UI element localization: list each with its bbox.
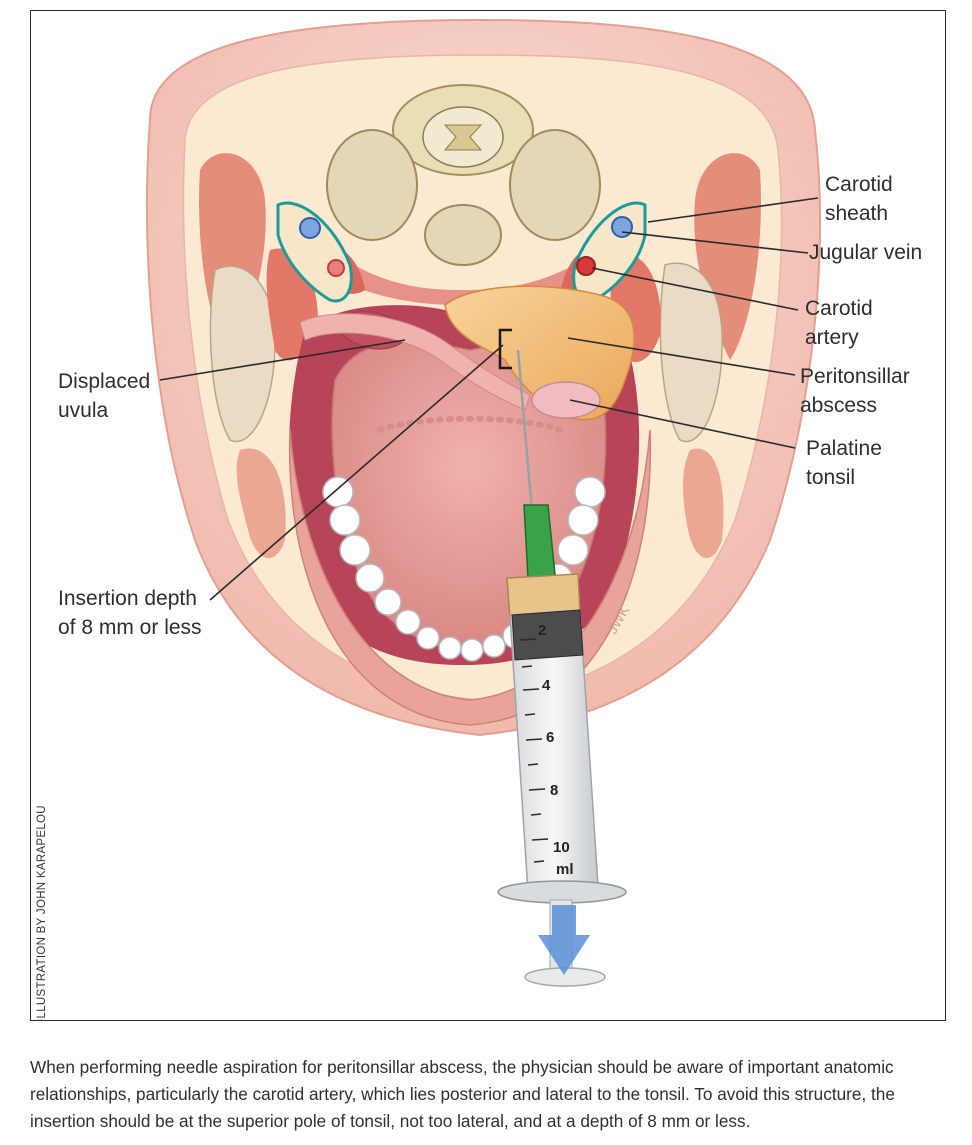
- grey-matter: [443, 124, 483, 151]
- left-jugular-vein: [299, 217, 321, 239]
- vertebral-body: [424, 204, 502, 266]
- syringe-scale-10: 10: [553, 839, 570, 856]
- label-insertion-depth: Insertion depth of 8 mm or less: [58, 587, 202, 639]
- label-displaced-uvula: Displaced uvula: [58, 370, 151, 422]
- label-carotid-sheath: Carotid sheath: [825, 173, 893, 225]
- label-palatine-tonsil: Palatine tonsil: [806, 437, 882, 489]
- syringe-scale-4: 4: [542, 677, 551, 694]
- left-carotid-sheath: [276, 201, 353, 303]
- palatine-tonsil-shape: [531, 381, 601, 419]
- right-jugular-vein: [611, 216, 633, 238]
- lower-lip: [288, 429, 652, 726]
- label-peritonsillar-abscess: Peritonsillar abscess: [800, 365, 910, 417]
- left-muscle-lower: [236, 448, 286, 559]
- syringe-graduations: [519, 638, 549, 863]
- label-carotid-artery: Carotid artery: [805, 297, 873, 349]
- syringe-scale-6: 6: [546, 729, 555, 746]
- label-jugular-vein: Jugular vein: [809, 241, 923, 264]
- left-mandible: [209, 265, 276, 443]
- right-carotid-artery: [576, 256, 596, 276]
- left-carotid-artery: [327, 259, 345, 277]
- syringe-scale-2: 2: [538, 622, 547, 639]
- aspiration-arrow-icon: [538, 905, 590, 975]
- figure-caption: When performing needle aspiration for pe…: [30, 1057, 895, 1131]
- syringe-scale-8: 8: [550, 782, 559, 799]
- depth-bracket: [498, 328, 512, 370]
- right-muscle-lower: [683, 448, 724, 559]
- left-vertebral-mass: [326, 129, 418, 241]
- soft-palate: [299, 313, 531, 411]
- right-vertebral-mass: [509, 129, 601, 241]
- syringe-scale-unit: ml: [556, 861, 574, 878]
- needle: [516, 349, 534, 513]
- tongue-papillae: [377, 415, 563, 433]
- leader-lines: [159, 197, 819, 601]
- plunger-stopper: [511, 609, 584, 661]
